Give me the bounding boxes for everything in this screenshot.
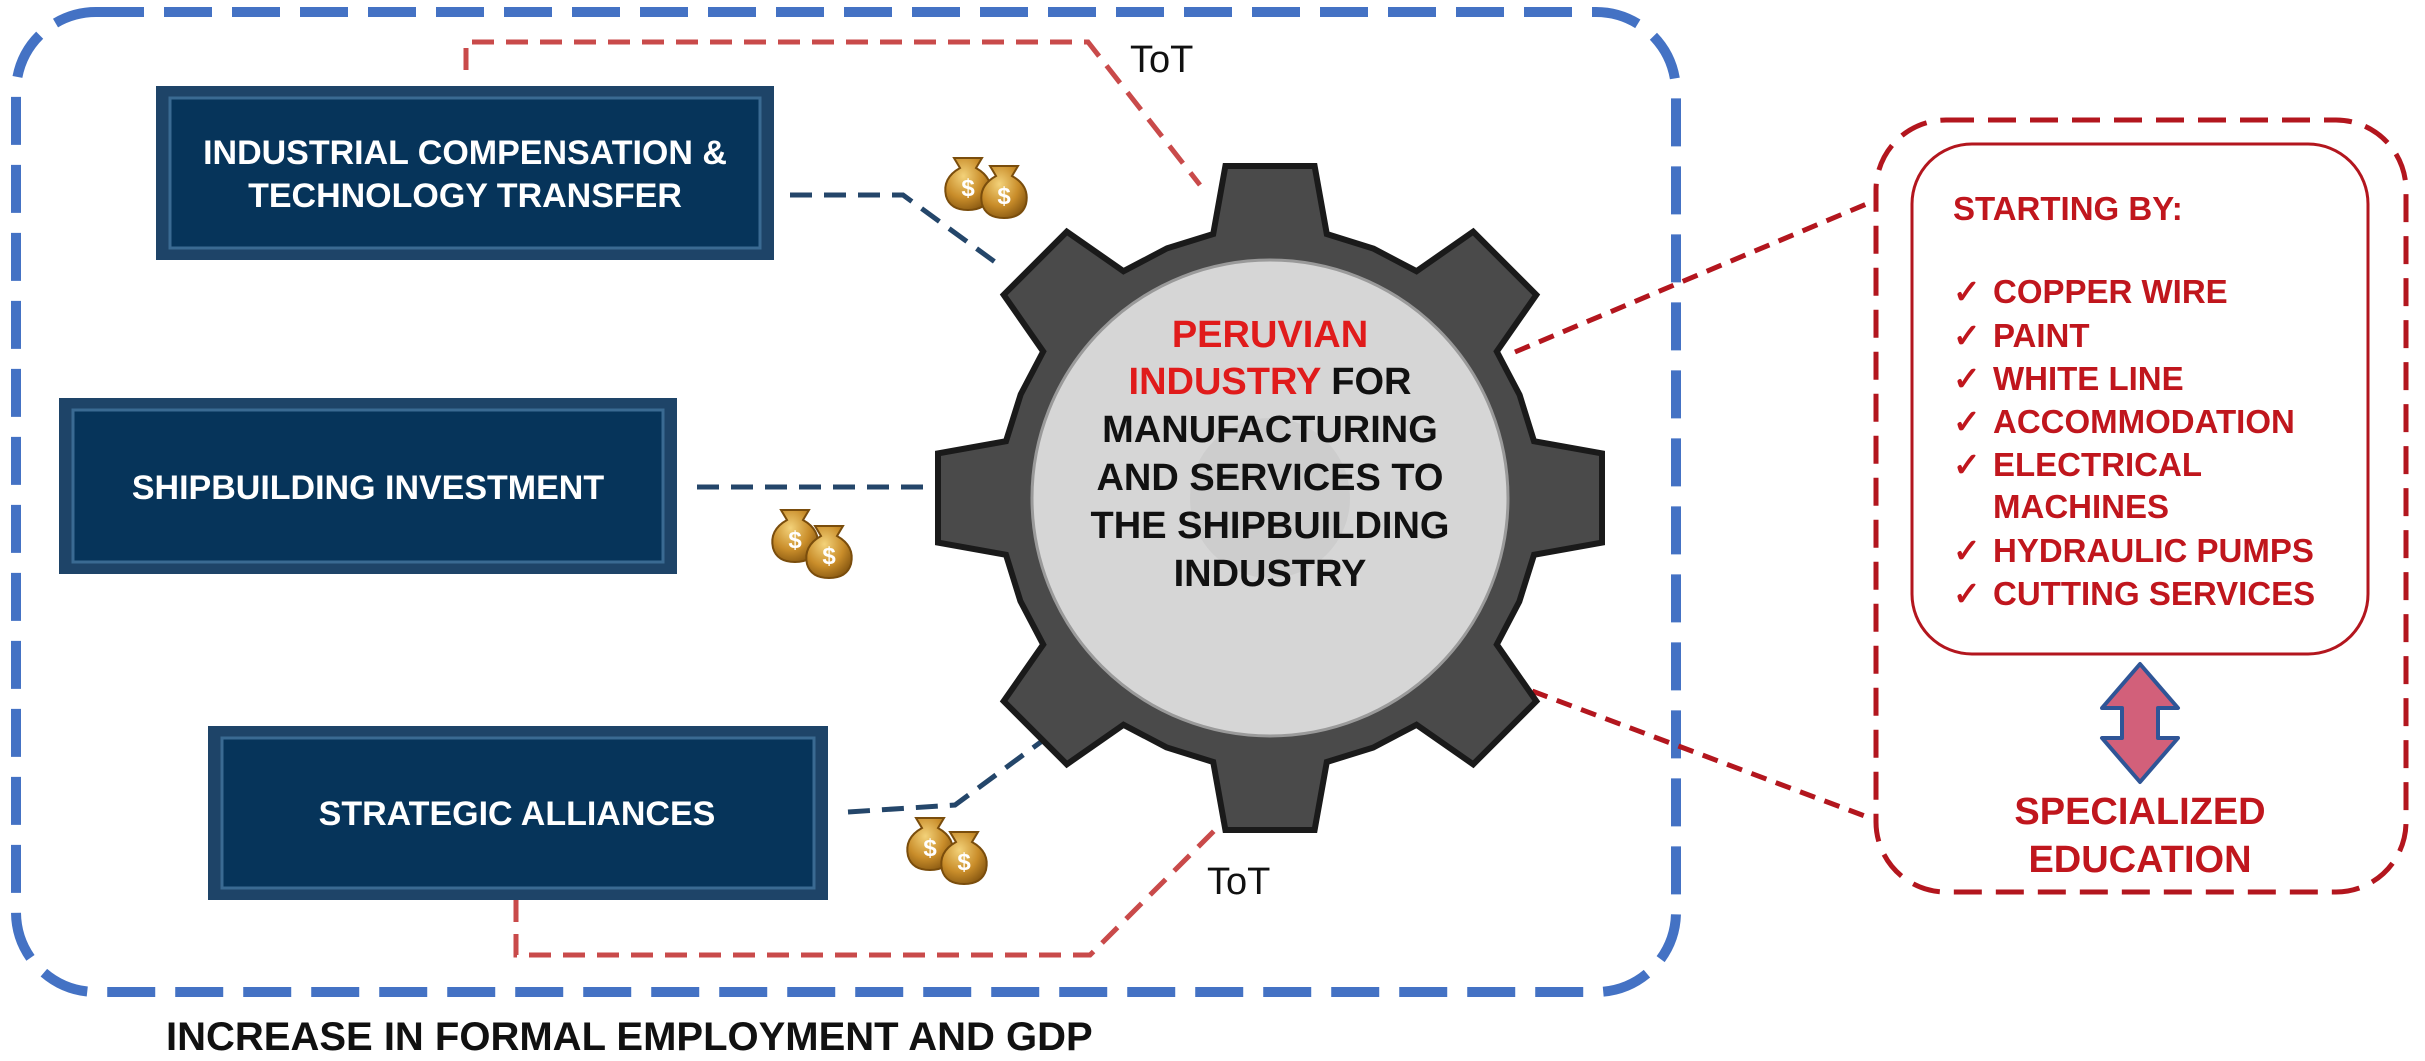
check-icon: ✓	[1953, 575, 1981, 612]
check-icon: ✓	[1953, 532, 1981, 569]
side-panel-dashed-frame	[1873, 117, 2409, 895]
connector-side-bottom	[1507, 679, 1871, 821]
outer-dashed-frame	[11, 7, 1681, 997]
box-industrial-line2: TECHNOLOGY TRANSFER	[248, 177, 682, 215]
list-item-copper-wire: COPPER WIRE	[1993, 273, 2228, 310]
connector-industrial	[790, 192, 997, 265]
check-icon: ✓	[1953, 446, 1981, 483]
center-line6: INDUSTRY	[1174, 553, 1367, 595]
check-icon: ✓	[1953, 360, 1981, 397]
list-item-white-line: WHITE LINE	[1993, 360, 2184, 397]
tot-label-bottom: ToT	[1207, 861, 1270, 903]
list-item-accommodation: ACCOMMODATION	[1993, 403, 2295, 440]
money-bag-icon	[906, 817, 988, 885]
box-industrial-compensation: INDUSTRIAL COMPENSATION & TECHNOLOGY TRA…	[156, 86, 774, 260]
check-icon: ✓	[1953, 273, 1981, 310]
gear-icon	[935, 163, 1605, 833]
list-item-electrical: ELECTRICAL	[1993, 446, 2202, 483]
box-shipbuilding-investment: SHIPBUILDING INVESTMENT	[59, 398, 677, 574]
money-bag-icon	[944, 157, 1028, 219]
list-item-machines: MACHINES	[1993, 488, 2169, 525]
box-shipbuilding-label: SHIPBUILDING INVESTMENT	[132, 469, 604, 507]
center-peruvian: PERUVIAN	[1172, 314, 1368, 356]
tot-label-top: ToT	[1130, 39, 1193, 81]
center-line2: INDUSTRY FOR	[1129, 361, 1412, 403]
center-line3: MANUFACTURING	[1102, 409, 1438, 451]
money-bag-icon	[771, 509, 853, 579]
starting-by-list: ✓ COPPER WIRE ✓ PAINT ✓ WHITE LINE ✓ ACC…	[1953, 273, 2315, 612]
center-line4: AND SERVICES TO	[1096, 457, 1443, 499]
box-alliances-label: STRATEGIC ALLIANCES	[319, 795, 716, 833]
list-item-hydraulic-pumps: HYDRAULIC PUMPS	[1993, 532, 2314, 569]
specialized-education-line1: SPECIALIZED	[2014, 791, 2265, 833]
list-item-cutting-services: CUTTING SERVICES	[1993, 575, 2315, 612]
center-line5: THE SHIPBUILDING	[1091, 505, 1450, 547]
specialized-education-line2: EDUCATION	[2028, 839, 2251, 881]
center-for: FOR	[1321, 361, 1412, 403]
check-icon: ✓	[1953, 317, 1981, 354]
double-arrow-icon	[2100, 662, 2180, 784]
bottom-title: INCREASE IN FORMAL EMPLOYMENT AND GDP	[166, 1015, 1093, 1059]
tot-connector-top	[463, 39, 1202, 187]
connector-alliances	[847, 719, 1070, 815]
check-icon: ✓	[1953, 403, 1981, 440]
side-panel-list-box	[1910, 142, 2370, 656]
side-panel-heading: STARTING BY:	[1953, 190, 2183, 227]
box-strategic-alliances: STRATEGIC ALLIANCES	[208, 726, 828, 900]
center-industry: INDUSTRY	[1129, 361, 1321, 403]
tot-connector-bottom	[513, 788, 1257, 958]
box-industrial-line1: INDUSTRIAL COMPENSATION &	[203, 134, 727, 172]
list-item-paint: PAINT	[1993, 317, 2090, 354]
connector-side-top	[1514, 197, 1877, 355]
